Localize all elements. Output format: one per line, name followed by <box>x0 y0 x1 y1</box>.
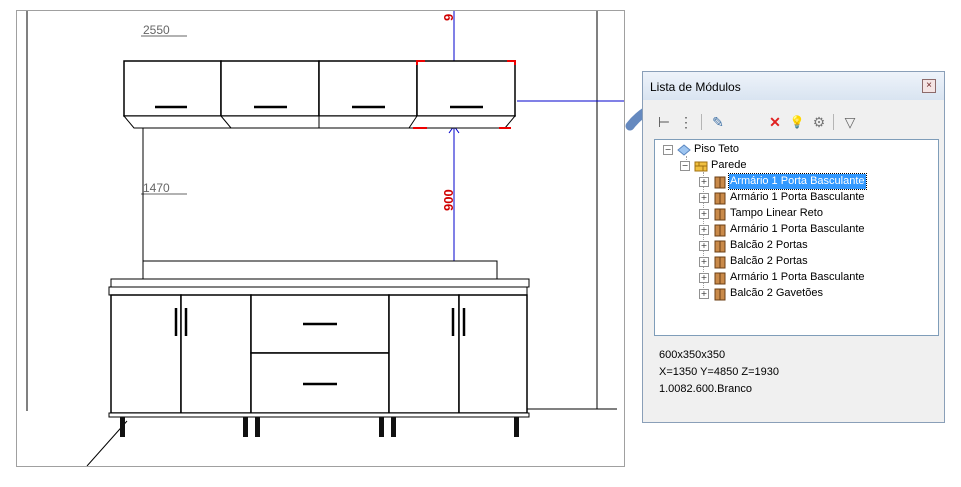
cabinet-icon <box>714 272 726 285</box>
design-viewport[interactable]: 2550 1470 900 9 <box>16 10 625 467</box>
tree-expand-icon[interactable]: ⊢ <box>657 114 671 130</box>
light-settings-icon[interactable]: ⚙ <box>812 114 826 130</box>
cabinet-icon <box>714 192 726 205</box>
cabinet-icon <box>714 240 726 253</box>
expand-icon[interactable]: + <box>699 193 709 203</box>
tree-item[interactable]: + Armário 1 Porta Basculante <box>699 270 934 285</box>
tree-item[interactable]: + Armário 1 Porta Basculante <box>699 222 934 237</box>
wall-icon <box>694 161 708 172</box>
panel-toolbar: ⊢ ⋮ ✎ ✕ 💡 ⚙ ▽ <box>649 110 939 136</box>
floor-ceiling-icon <box>677 144 691 156</box>
dim-top-height: 2550 <box>143 23 170 37</box>
expand-icon[interactable]: + <box>699 257 709 267</box>
lightbulb-icon[interactable]: 💡 <box>789 115 805 129</box>
tree-item[interactable]: + Armário 1 Porta Basculante <box>699 190 934 205</box>
properties-icon[interactable]: ✎ <box>712 114 724 130</box>
dim-vertical-gap: 900 <box>441 189 456 211</box>
tree-list-icon[interactable]: ⋮ <box>679 114 693 130</box>
module-tree[interactable]: − Piso Teto − Parede + Armário 1 Porta B… <box>654 139 939 336</box>
expand-icon[interactable]: + <box>699 241 709 251</box>
panel-titlebar[interactable]: Lista de Módulos × <box>643 72 944 100</box>
cabinet-icon <box>714 176 726 189</box>
dim-top-gap: 9 <box>441 14 456 21</box>
expand-icon[interactable]: + <box>699 177 709 187</box>
module-size: 600x350x350 <box>659 349 726 361</box>
module-coords: X=1350 Y=4850 Z=1930 <box>659 366 779 378</box>
countertop <box>108 260 530 296</box>
expand-icon[interactable]: + <box>699 273 709 283</box>
tree-item[interactable]: + Balcão 2 Portas <box>699 238 934 253</box>
lower-cabinets <box>108 294 530 437</box>
close-icon[interactable]: × <box>922 79 936 93</box>
cabinet-icon <box>714 288 726 301</box>
kitchen-drawing: 2550 1470 900 9 <box>26 11 624 466</box>
tree-item-label: Armário 1 Porta Basculante <box>728 173 867 190</box>
expand-icon[interactable]: + <box>699 289 709 299</box>
tree-item[interactable]: + Tampo Linear Reto <box>699 206 934 221</box>
module-list-panel: Lista de Módulos × ⊢ ⋮ ✎ ✕ 💡 ⚙ ▽ − Piso … <box>642 71 945 423</box>
tree-item[interactable]: + Balcão 2 Portas <box>699 254 934 269</box>
upper-cabinets <box>122 60 517 129</box>
collapse-icon[interactable]: − <box>680 161 690 171</box>
module-material: 1.0082.600.Branco <box>659 383 752 395</box>
tree-item-label: Armário 1 Porta Basculante <box>730 191 865 203</box>
tree-item[interactable]: + Armário 1 Porta Basculante <box>699 173 934 190</box>
dim-mid-height: 1470 <box>143 181 170 195</box>
tree-item[interactable]: + Balcão 2 Gavetões <box>699 286 934 301</box>
unknown-disabled-icon[interactable] <box>729 113 747 131</box>
tree-node-wall[interactable]: − Parede <box>680 158 930 173</box>
tree-node-root[interactable]: − Piso Teto <box>663 142 933 157</box>
cabinet-icon <box>714 256 726 269</box>
expand-icon[interactable]: + <box>699 209 709 219</box>
tree-item-label: Tampo Linear Reto <box>730 207 823 219</box>
tree-item-label: Armário 1 Porta Basculante <box>730 271 865 283</box>
toolbar-separator <box>833 114 834 130</box>
toolbar-separator <box>701 114 702 130</box>
expand-icon[interactable]: + <box>699 225 709 235</box>
cabinet-icon <box>714 208 726 221</box>
collapse-icon[interactable]: − <box>663 145 673 155</box>
cabinet-icon <box>714 224 726 237</box>
module-info: 600x350x350 X=1350 Y=4850 Z=1930 1.0082.… <box>659 347 779 398</box>
filter-icon[interactable]: ▽ <box>844 114 856 130</box>
panel-title: Lista de Módulos <box>650 80 741 94</box>
tree-item-label: Balcão 2 Gavetões <box>730 287 823 299</box>
delete-icon[interactable]: ✕ <box>769 114 781 130</box>
tree-label-root: Piso Teto <box>694 143 740 155</box>
tree-item-label: Balcão 2 Portas <box>730 239 808 251</box>
tree-item-label: Armário 1 Porta Basculante <box>730 223 865 235</box>
tree-item-label: Balcão 2 Portas <box>730 255 808 267</box>
tree-label-wall: Parede <box>711 159 747 171</box>
